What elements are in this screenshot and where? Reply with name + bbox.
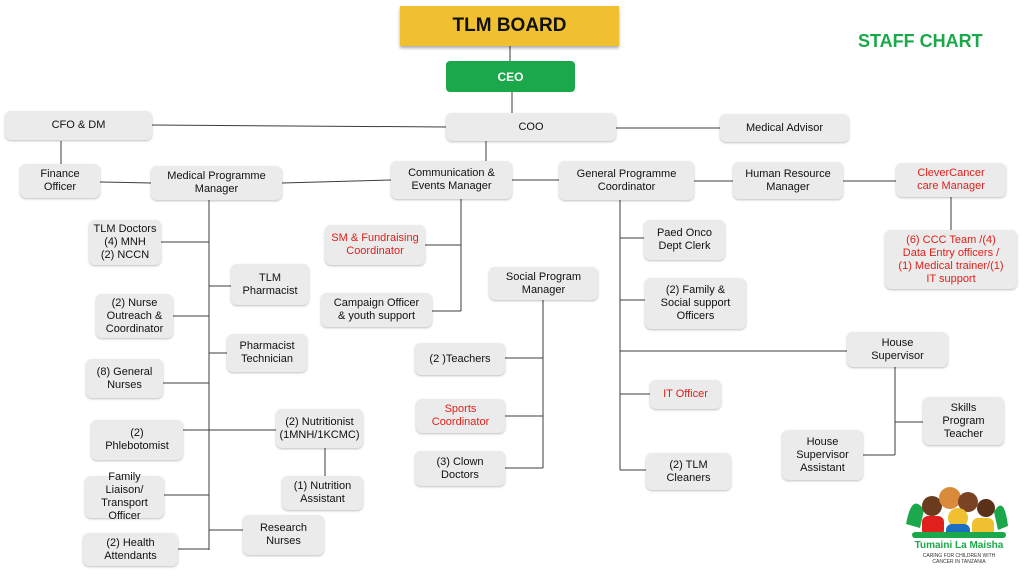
children-group-icon — [906, 487, 1008, 538]
skills-program-teacher-box: Skills Program Teacher — [923, 397, 1004, 445]
family-social-support-box: (2) Family & Social support Officers — [645, 278, 746, 329]
research-nurses-box: Research Nurses — [243, 515, 324, 555]
sm-fundraising-coordinator-box: SM & Fundraising Coordinator — [325, 225, 425, 265]
nutritionist-box: (2) Nutritionist (1MNH/1KCMC) — [276, 409, 363, 448]
tlm-pharmacist-box: TLM Pharmacist — [231, 264, 309, 305]
logo-tagline: CARING FOR CHILDREN WITH CANCER IN TANZA… — [922, 553, 996, 565]
tlm-cleaners-box: (2) TLM Cleaners — [646, 453, 731, 490]
coo-box: COO — [446, 113, 616, 141]
nurse-outreach-box: (2) Nurse Outreach & Coordinator — [96, 294, 173, 338]
tlm-board-box: TLM BOARD — [400, 6, 619, 46]
sports-coordinator-box: Sports Coordinator — [416, 399, 505, 433]
teachers-box: (2 )Teachers — [415, 343, 505, 375]
human-resource-manager-box: Human Resource Manager — [733, 162, 843, 199]
staff-chart-title: STAFF CHART — [858, 31, 983, 51]
campaign-officer-box: Campaign Officer & youth support — [321, 293, 432, 327]
clown-doctors-box: (3) Clown Doctors — [415, 451, 505, 486]
ceo-box: CEO — [446, 61, 575, 92]
house-supervisor-assistant-box: House Supervisor Assistant — [782, 430, 863, 480]
family-liaison-box: Family Liaison/ Transport Officer — [85, 471, 164, 522]
medical-programme-manager-box: Medical Programme Manager — [151, 166, 282, 200]
general-nurses-box: (8) General Nurses — [86, 359, 163, 398]
pharmacist-technician-box: Pharmacist Technician — [227, 334, 307, 372]
it-officer-box: IT Officer — [650, 380, 721, 409]
clevercancer-care-manager-box: CleverCancer care Manager — [896, 163, 1006, 197]
medical-advisor-box: Medical Advisor — [720, 114, 849, 142]
tlm-doctors-box: TLM Doctors (4) MNH (2) NCCN — [89, 220, 161, 265]
social-program-manager-box: Social Program Manager — [489, 267, 598, 300]
ccc-team-box: (6) CCC Team /(4) Data Entry officers / … — [885, 230, 1017, 289]
health-attendants-box: (2) Health Attendants — [83, 533, 178, 566]
tumaini-la-maisha-logo: Tumaini La Maisha CARING FOR CHILDREN WI… — [898, 484, 1020, 572]
communication-events-manager-box: Communication & Events Manager — [391, 161, 512, 199]
nutrition-assistant-box: (1) Nutrition Assistant — [282, 476, 363, 510]
phlebotomist-box: (2) Phlebotomist — [91, 420, 183, 460]
house-supervisor-box: House Supervisor — [847, 332, 948, 367]
logo-name: Tumaini La Maisha — [914, 540, 1004, 551]
finance-officer-box: Finance Officer — [20, 164, 100, 198]
cfo-dm-box: CFO & DM — [5, 111, 152, 140]
paed-onco-clerk-box: Paed Onco Dept Clerk — [644, 220, 725, 260]
general-programme-coordinator-box: General Programme Coordinator — [559, 161, 694, 200]
